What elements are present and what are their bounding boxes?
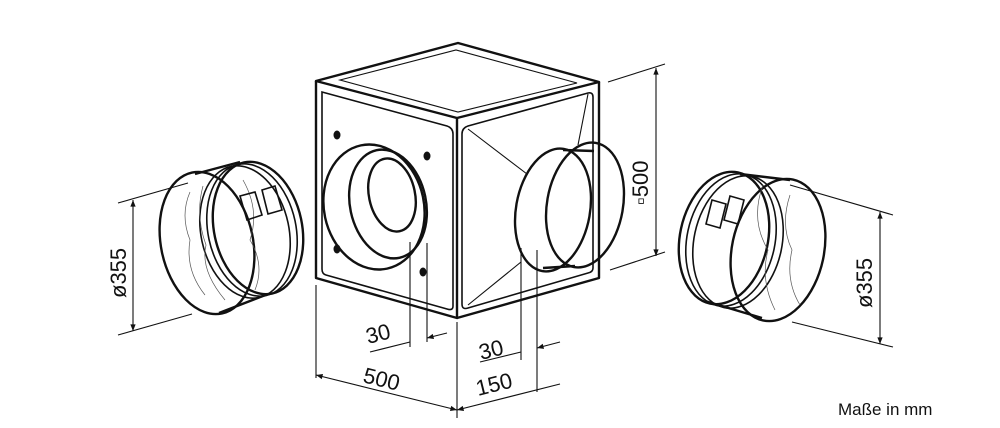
box-width-label: 500 xyxy=(361,363,403,396)
right-connection-collar xyxy=(677,170,827,323)
left-connection-collar xyxy=(158,160,305,316)
left-collar-diameter-label: ø355 xyxy=(106,248,131,298)
spigot-length-label: 150 xyxy=(473,368,515,401)
left-face-opening xyxy=(322,143,429,271)
left-offset-label: 30 xyxy=(363,319,393,349)
right-face-spigot xyxy=(513,141,626,273)
box-size-label: ▫500 xyxy=(628,160,653,205)
box-body xyxy=(314,41,601,320)
right-collar-diameter-label: ø355 xyxy=(852,258,877,308)
dimension-lines xyxy=(117,63,894,418)
right-offset-label: 30 xyxy=(476,335,506,365)
dimension-labels: ø355 ▫500 ø355 500 30 30 150 xyxy=(106,160,877,400)
units-note: Maße in mm xyxy=(838,400,933,419)
